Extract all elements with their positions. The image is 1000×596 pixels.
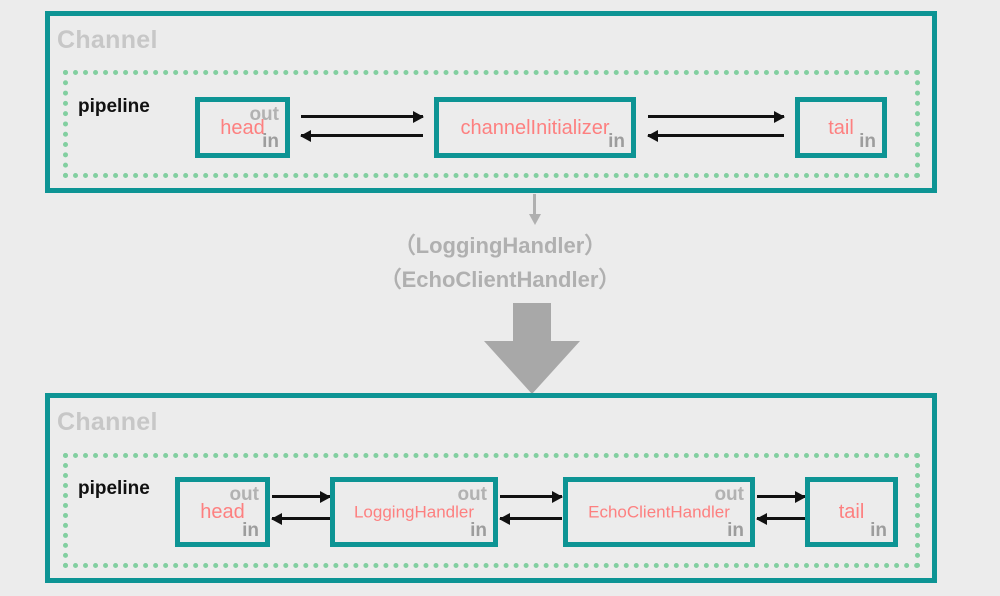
bottom-head-name: head [200,501,245,523]
top-head-out-label: out [249,104,279,125]
transition-down-arrow-icon [482,303,582,395]
arrow-down-icon [528,214,541,225]
top-pipeline-label: pipeline [78,96,150,117]
top-pipeline-frame [63,70,920,178]
arrow-head-icon [756,512,767,525]
bottom-echoclienthandler-out-label: out [714,484,744,505]
arrow-head-icon [271,512,282,525]
bottom-logginghandler-in-label: in [470,520,487,541]
arrow-head-icon [795,490,806,503]
bottom-arrow-tail-to-echo-in [756,512,805,525]
bottom-arrow-head-to-logging-out [272,490,331,503]
bottom-echoclienthandler-name: EchoClientHandler [588,502,730,522]
arrow-head-icon [300,129,311,142]
arrow-head-icon [552,490,563,503]
arrow-head-icon [774,110,785,123]
bottom-head-in-label: in [242,520,259,541]
bottom-head-out-label: out [229,484,259,505]
expanded-handler-note-echoclient: （EchoClientHandler） [379,267,621,292]
top-arrow-initializer-to-head-in [300,129,423,142]
top-tail-in-label: in [859,131,876,152]
bottom-logginghandler-out-label: out [457,484,487,505]
top-handler-box-head[interactable]: out head in [195,97,290,158]
arrow-point [484,341,580,394]
initializer-expansion-connector-arrow [528,194,541,225]
top-handler-box-channelinitializer[interactable]: channelInitializer in [434,97,636,158]
bottom-tail-name: tail [838,501,865,523]
bottom-tail-in-label: in [870,520,887,541]
top-handler-box-tail[interactable]: tail in [795,97,887,158]
bottom-arrow-echo-to-tail-out [757,490,806,503]
top-channelinitializer-in-label: in [608,131,625,152]
bottom-arrow-logging-to-head-in [271,512,330,525]
bottom-pipeline-label: pipeline [78,478,150,499]
top-arrow-initializer-to-tail-out [648,110,785,123]
top-tail-name: tail [828,116,854,139]
bottom-handler-box-tail[interactable]: tail in [805,477,898,547]
top-channel-label: Channel [57,26,158,54]
bottom-arrow-logging-to-echo-out [500,490,563,503]
bottom-logginghandler-name: LoggingHandler [353,502,475,522]
expanded-handler-note-logging: （LoggingHandler） [393,233,607,258]
top-arrow-head-to-initializer-out [301,110,424,123]
arrow-head-icon [320,490,331,503]
bottom-handler-box-head[interactable]: out head in [175,477,270,547]
bottom-channel-label: Channel [57,408,158,436]
bottom-handler-box-logginghandler[interactable]: out LoggingHandler in [330,477,498,547]
top-head-name: head [220,116,265,139]
arrow-shaft [513,303,551,341]
top-channelinitializer-name: channelInitializer [460,116,610,139]
bottom-handler-box-echoclienthandler[interactable]: out EchoClientHandler in [563,477,755,547]
bottom-arrow-echo-to-logging-in [499,512,562,525]
arrow-head-icon [499,512,510,525]
bottom-echoclienthandler-in-label: in [727,520,744,541]
top-arrow-tail-to-initializer-in [647,129,784,142]
arrow-head-icon [647,129,658,142]
bottom-pipeline-frame [63,453,920,568]
arrow-head-icon [413,110,424,123]
top-head-in-label: in [262,131,279,152]
